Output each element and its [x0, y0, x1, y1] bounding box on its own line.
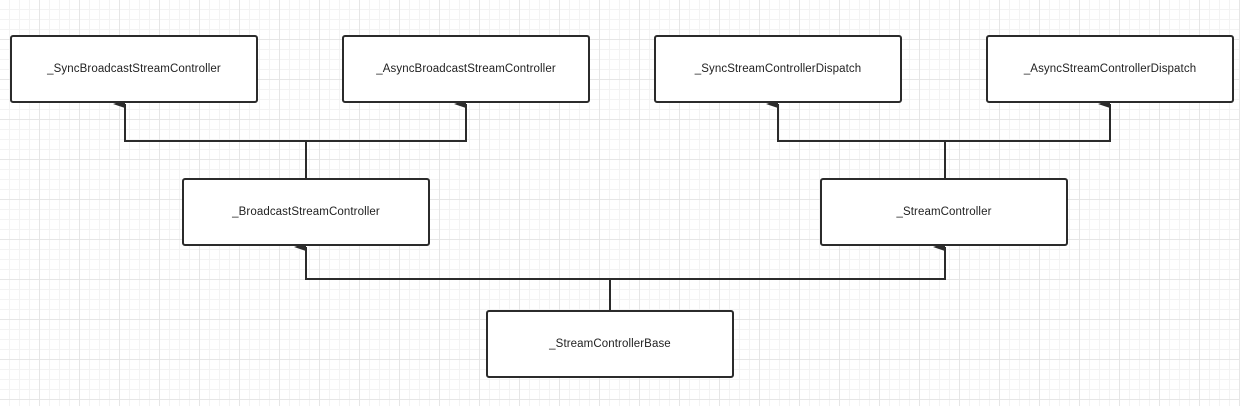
node-label: _SyncBroadcastStreamController: [47, 63, 221, 75]
node-label: _AsyncStreamControllerDispatch: [1023, 63, 1197, 75]
node-label: _StreamControllerBase: [549, 338, 671, 350]
edge-base-to-stream: [610, 243, 946, 280]
node-sync-broadcast-stream-controller[interactable]: _SyncBroadcastStreamController: [10, 35, 258, 103]
node-broadcast-stream-controller[interactable]: _BroadcastStreamController: [182, 178, 430, 246]
node-stream-controller-base[interactable]: _StreamControllerBase: [486, 310, 734, 378]
node-label: _StreamController: [896, 206, 992, 218]
edge-broadcast-to-sync-broadcast: [113, 100, 307, 178]
node-stream-controller[interactable]: _StreamController: [820, 178, 1068, 246]
edge-stream-to-async-dispatch: [945, 100, 1111, 142]
node-async-broadcast-stream-controller[interactable]: _AsyncBroadcastStreamController: [342, 35, 590, 103]
node-label: _SyncStreamControllerDispatch: [694, 63, 862, 75]
edge-base-to-broadcast: [294, 243, 611, 310]
node-sync-stream-controller-dispatch[interactable]: _SyncStreamControllerDispatch: [654, 35, 902, 103]
node-label: _AsyncBroadcastStreamController: [376, 63, 556, 75]
node-label: _BroadcastStreamController: [232, 206, 380, 218]
edge-broadcast-to-async-broadcast: [306, 100, 467, 142]
edge-stream-to-sync-dispatch: [766, 100, 946, 178]
node-async-stream-controller-dispatch[interactable]: _AsyncStreamControllerDispatch: [986, 35, 1234, 103]
